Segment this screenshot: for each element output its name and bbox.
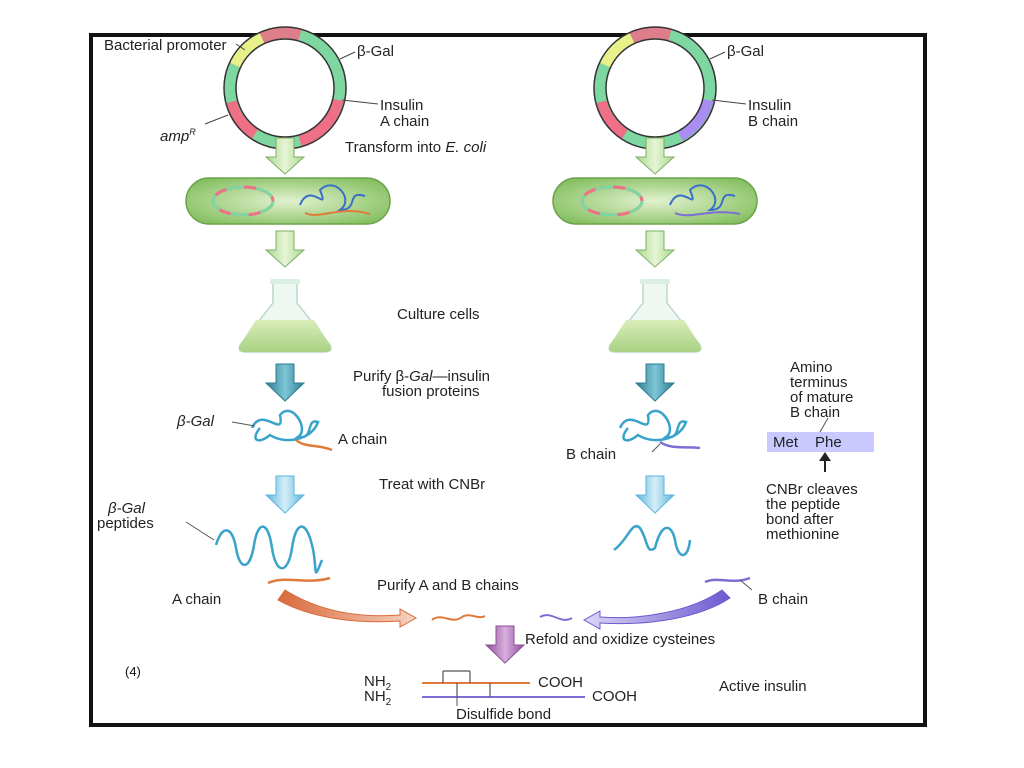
label-purify-fusion-line1: Purify β-Gal—insulin: [353, 369, 490, 385]
merge-arrow-a: [277, 589, 418, 628]
cleavage-arrow: [819, 417, 831, 472]
label-amp-r: ampR: [160, 127, 196, 146]
merge-arrow-b: [582, 589, 731, 630]
label-transform: Transform into E. coli: [345, 140, 486, 156]
arrow-cnbr-left: [264, 475, 306, 514]
label-cooh-b: COOH: [592, 688, 637, 705]
label-cooh-a: COOH: [538, 674, 583, 691]
label-a-chain-fusion: A chain: [338, 431, 388, 448]
plasmid-insulin-a: [223, 26, 347, 150]
beta-gal-peptides-right: [613, 524, 753, 591]
met-label: Met: [773, 434, 799, 451]
purify-post: —insulin: [432, 368, 491, 385]
fusion-protein-b: [618, 409, 701, 453]
label-beta-gal-peptides-2: peptides: [97, 515, 154, 532]
beta-gal-peptides-left: [185, 521, 331, 585]
figure-frame: [89, 33, 927, 727]
label-purify-ab: Purify A and B chains: [377, 577, 519, 594]
label-beta-gal-right: β-Gal: [727, 43, 764, 60]
leader-lines: [204, 43, 747, 125]
label-active-insulin: Active insulin: [719, 678, 807, 695]
label-a-chain-free: A chain: [172, 591, 222, 608]
amp-text: amp: [160, 128, 190, 145]
arrow-transform-right: [634, 137, 676, 175]
label-cnbr-cleaves: CNBr cleaves the peptide bond after meth…: [766, 481, 858, 543]
label-bacterial-promoter: Bacterial promoter: [104, 37, 227, 54]
label-b-chain-fusion: B chain: [566, 446, 617, 463]
e-coli-text: E. coli: [445, 139, 487, 156]
arrow-culture-left: [264, 230, 306, 268]
label-treat-cnbr: Treat with CNBr: [379, 476, 486, 493]
label-insulin-a-chain: Insulin A chain: [380, 97, 430, 130]
label-culture-cells: Culture cells: [397, 306, 480, 323]
ecoli-cell-right: [552, 177, 758, 225]
purify-pre: Purify β-: [353, 368, 410, 385]
transform-text: Transform into: [345, 139, 442, 156]
label-b-chain-free: B chain: [758, 591, 809, 608]
culture-flask-right: [608, 279, 702, 353]
fusion-protein-a: [231, 409, 333, 452]
figure-number: (4): [125, 664, 141, 679]
met-phe-box: Met Phe: [767, 432, 874, 452]
arrow-transform-left: [264, 137, 306, 175]
nh-sub-b: 2: [385, 697, 392, 708]
plasmid-insulin-b: [593, 26, 717, 150]
arrow-cnbr-right: [634, 475, 676, 514]
phe-label: Phe: [815, 434, 842, 451]
active-insulin-structure: [422, 670, 585, 706]
label-refold: Refold and oxidize cysteines: [525, 631, 716, 648]
label-purify-fusion-line2: fusion proteins: [382, 383, 480, 400]
arrow-refold: [484, 625, 526, 664]
ecoli-cell-left: [185, 177, 391, 225]
amp-sup: R: [189, 127, 196, 137]
label-nh2-a: NH2: [364, 673, 392, 694]
label-nh2-b: NH2: [364, 688, 392, 709]
arrow-culture-right: [634, 230, 676, 268]
label-insulin-b-chain: Insulin B chain: [748, 97, 799, 130]
nh-sub-a: 2: [385, 682, 392, 693]
nh-text-a: NH: [364, 673, 386, 690]
arrow-purify-right: [634, 363, 676, 402]
culture-flask-left: [238, 279, 332, 353]
purify-gal: Gal: [409, 368, 433, 385]
label-amino-terminus: Amino terminus of mature B chain: [790, 359, 854, 421]
label-beta-gal-peptides-1: β-Gal: [108, 500, 145, 517]
label-beta-gal-left: β-Gal: [357, 43, 394, 60]
arrow-purify-left: [264, 363, 306, 402]
nh-text-b: NH: [364, 688, 386, 705]
purified-chains: [431, 614, 573, 621]
label-disulfide-bond: Disulfide bond: [456, 706, 552, 723]
label-beta-gal-fusion: β-Gal: [177, 413, 214, 430]
